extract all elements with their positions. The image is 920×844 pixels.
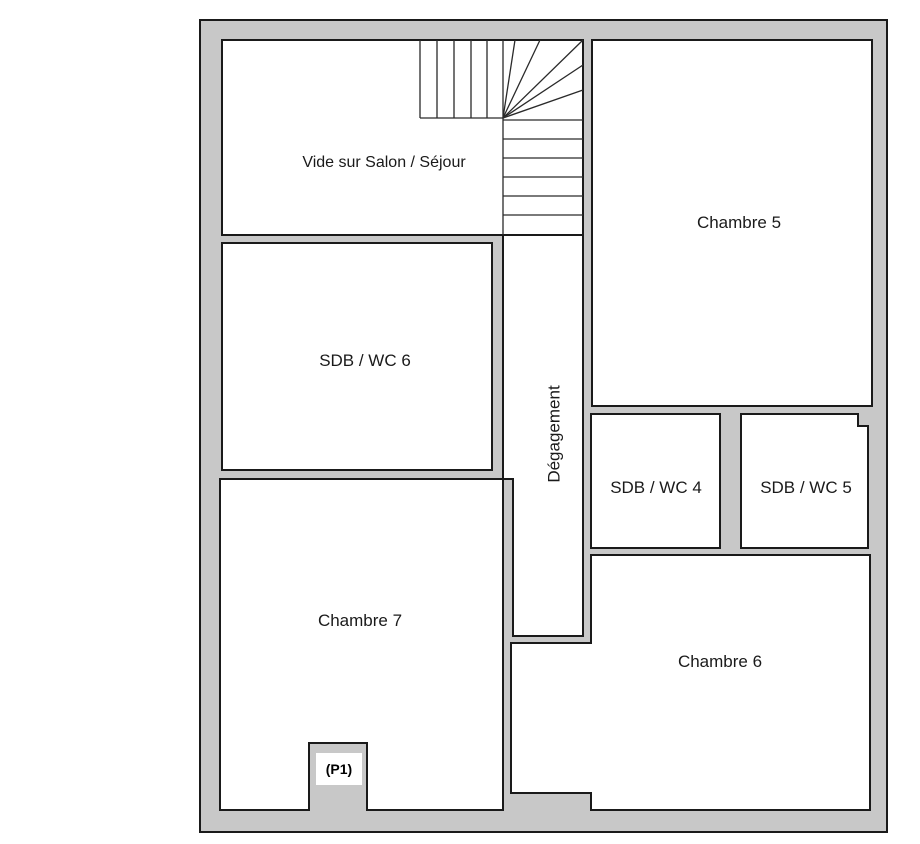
room-degagement (502, 234, 584, 637)
label-sdb-wc-5: SDB / WC 5 (760, 478, 852, 497)
room-chambre-7 (219, 478, 504, 811)
staircase (419, 39, 584, 235)
label-chambre-7: Chambre 7 (318, 611, 402, 630)
label-sdb-wc-4: SDB / WC 4 (610, 478, 702, 497)
label-degagement: Dégagement (544, 385, 563, 483)
room-sdb-wc-4 (590, 413, 721, 549)
room-vide-salon (221, 39, 584, 236)
room-chambre-5 (591, 39, 873, 407)
label-chambre-5: Chambre 5 (697, 213, 781, 232)
pillar-box (316, 753, 362, 785)
label-chambre-6: Chambre 6 (678, 652, 762, 671)
label-sdb-wc-6: SDB / WC 6 (319, 351, 411, 370)
room-sdb-wc-5 (740, 413, 869, 549)
label-pillar: (P1) (326, 761, 352, 777)
label-vide-salon: Vide sur Salon / Séjour (302, 154, 466, 171)
room-sdb-wc-6 (221, 242, 493, 471)
room-chambre-6 (510, 554, 871, 811)
